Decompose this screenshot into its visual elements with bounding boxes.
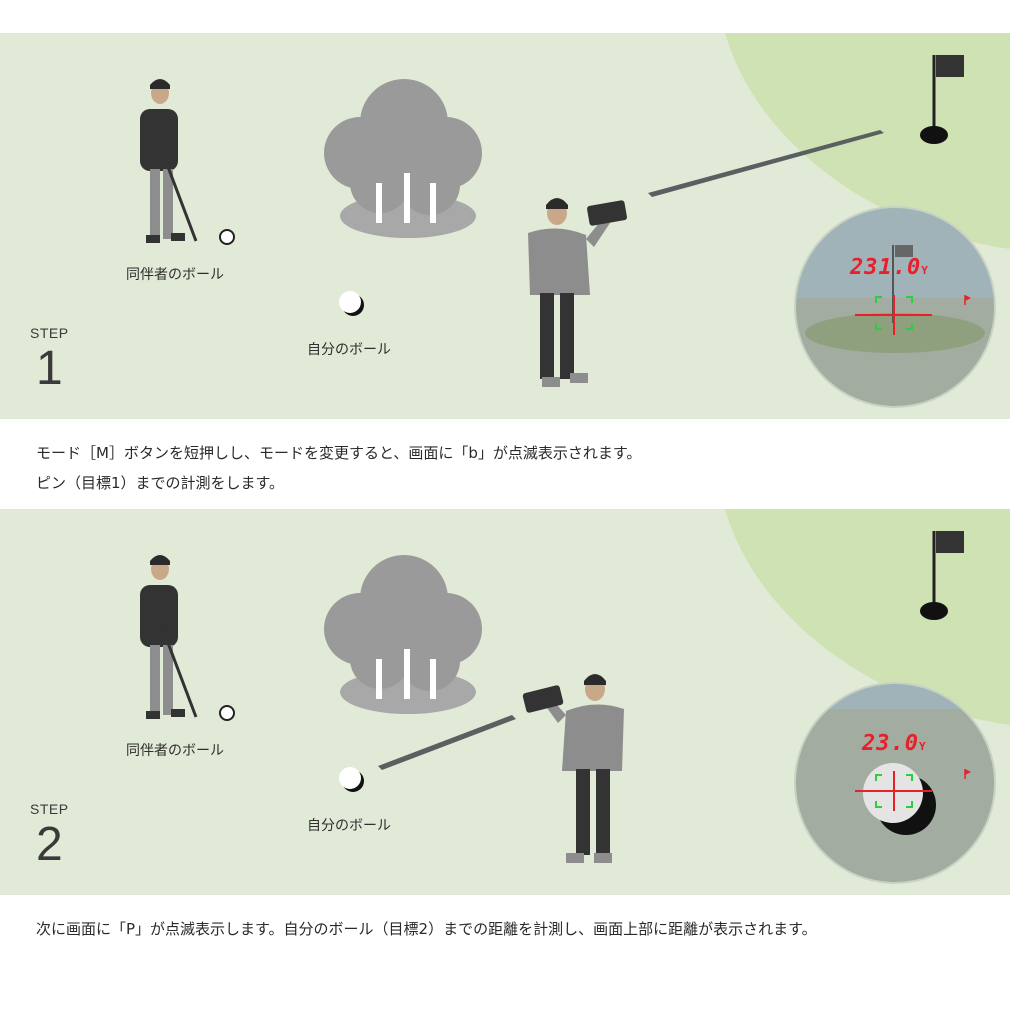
readout-value: 231.0	[850, 255, 922, 280]
tree-icon	[324, 555, 482, 714]
caption-line: ピン（目標1）までの計測をします。	[36, 474, 285, 492]
step1-illustration	[0, 33, 1010, 419]
step1-panel: 同伴者のボール 自分のボール STEP 1 231.0Y	[0, 33, 1010, 419]
rangefinder-user-icon	[528, 198, 627, 387]
sight-line	[378, 715, 516, 770]
readout-unit: Y	[921, 264, 929, 277]
partner-ball-label: 同伴者のボール	[126, 267, 224, 283]
flag-icon	[920, 55, 964, 144]
sight-line	[648, 130, 884, 197]
readout-unit: Y	[918, 740, 927, 753]
distance-readout: 231.0Y	[850, 255, 929, 280]
distance-readout: 23.0Y	[862, 731, 927, 756]
own-ball-label: 自分のボール	[307, 342, 391, 358]
step-number: 1	[36, 342, 63, 395]
scope-view-icon	[794, 682, 996, 884]
step2-panel: 同伴者のボール 自分のボール STEP 2 23.0Y	[0, 509, 1010, 895]
green-area	[725, 33, 1010, 249]
step-number: 2	[36, 818, 63, 871]
caption-line: モード［M］ボタンを短押しし、モードを変更すると、画面に「b」が点滅表示されます…	[36, 444, 642, 462]
own-ball-label: 自分のボール	[307, 818, 391, 834]
step1-caption: モード［M］ボタンを短押しし、モードを変更すると、画面に「b」が点滅表示されます…	[36, 438, 641, 498]
step-label: STEP	[30, 325, 69, 341]
golf-ball-icon	[339, 767, 364, 792]
golf-ball-icon	[339, 291, 364, 316]
step2-illustration	[0, 509, 1010, 895]
scope-view-icon	[794, 206, 996, 408]
step2-caption: 次に画面に「P」が点滅表示します。自分のボール（目標2）までの距離を計測し、画面…	[36, 914, 817, 944]
caption-line: 次に画面に「P」が点滅表示します。自分のボール（目標2）までの距離を計測し、画面…	[36, 920, 817, 938]
partner-ball-label: 同伴者のボール	[126, 743, 224, 759]
green-area	[725, 509, 1010, 725]
tree-icon	[324, 79, 482, 238]
flag-icon	[920, 531, 964, 620]
step-label: STEP	[30, 801, 69, 817]
golfer-icon	[140, 79, 235, 245]
golfer-icon	[140, 555, 235, 721]
readout-value: 23.0	[862, 731, 919, 756]
rangefinder-user-icon	[522, 674, 624, 863]
